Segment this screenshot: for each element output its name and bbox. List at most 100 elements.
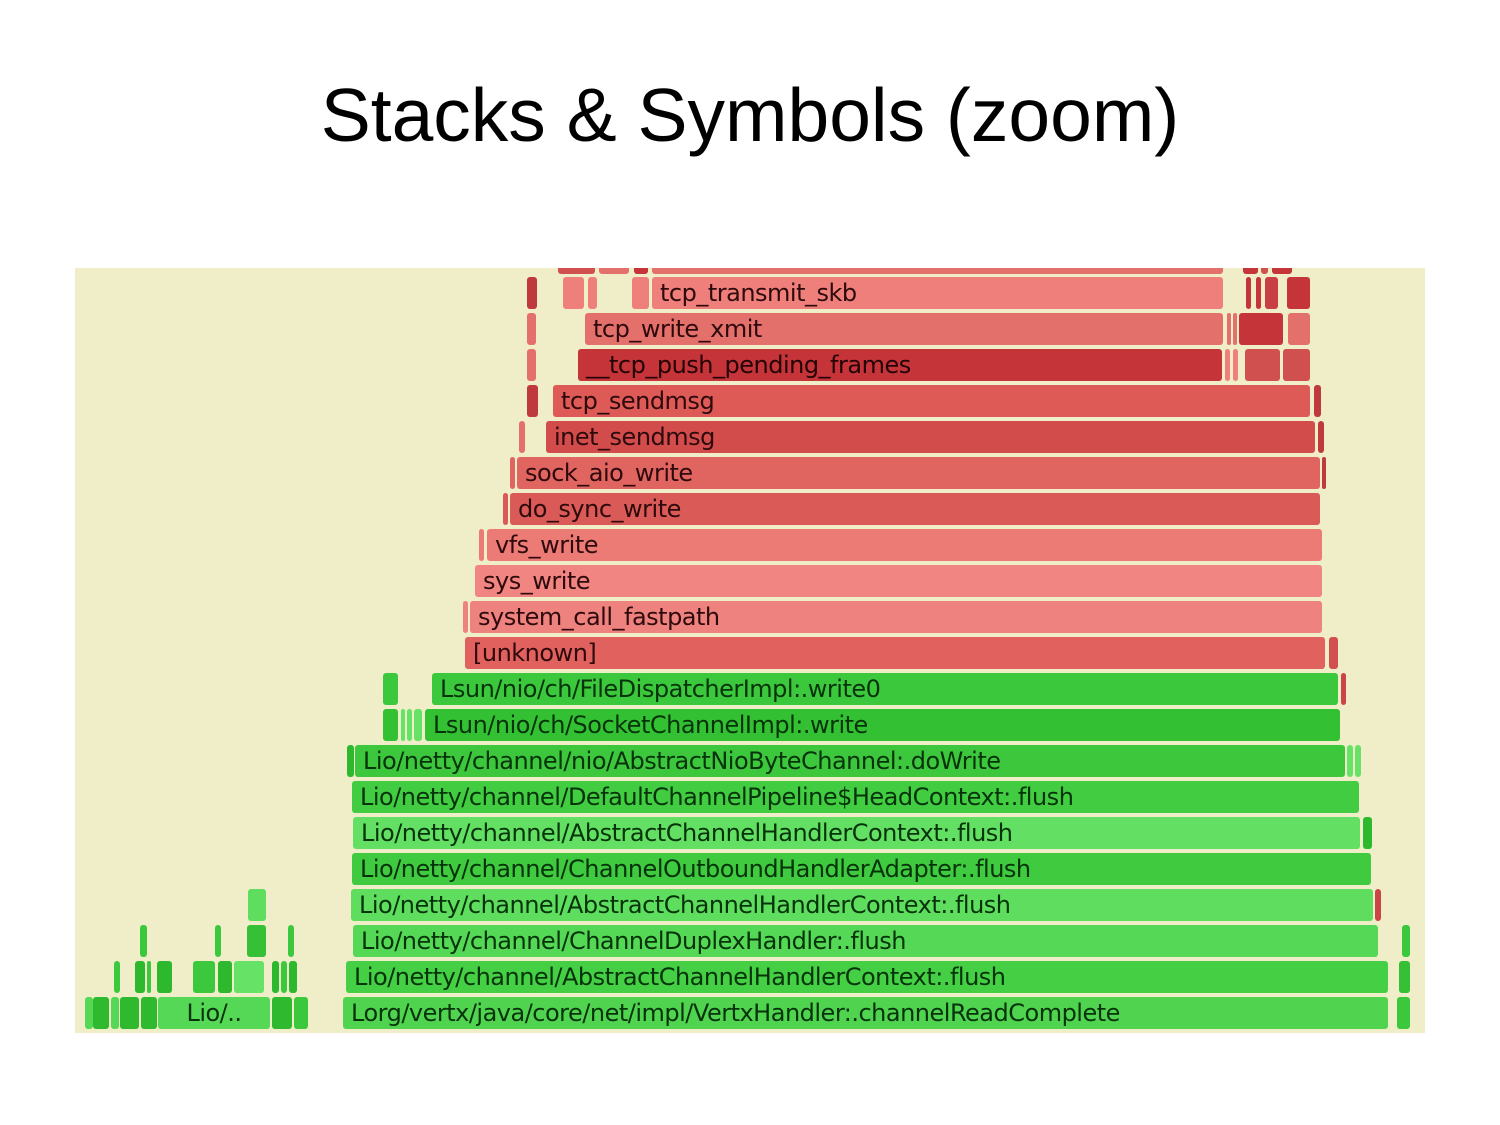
flame-frame[interactable]: tcp_write_xmit: [585, 313, 1223, 345]
flame-frame-label: vfs_write: [495, 531, 599, 559]
flame-frame-fragment[interactable]: [193, 961, 215, 993]
flame-frame-fragment[interactable]: [85, 997, 93, 1029]
flame-frame-fragment[interactable]: [1225, 349, 1230, 381]
flame-frame[interactable]: sock_aio_write: [517, 457, 1320, 489]
flame-frame-fragment[interactable]: [157, 961, 172, 993]
flame-frame-fragment[interactable]: [652, 268, 1223, 274]
flame-frame-fragment[interactable]: [248, 889, 266, 921]
flame-frame[interactable]: vfs_write: [487, 529, 1322, 561]
flame-frame-fragment[interactable]: [1227, 313, 1231, 345]
flame-frame[interactable]: tcp_sendmsg: [553, 385, 1310, 417]
flamegraph: tcp_transmit_skb tcp_write_xmit __tcp_push…: [75, 268, 1425, 1033]
flame-frame-fragment[interactable]: [1402, 925, 1410, 957]
flame-frame-fragment[interactable]: [407, 709, 412, 741]
flame-frame-fragment[interactable]: [1233, 349, 1238, 381]
flame-frame-fragment[interactable]: [383, 709, 398, 741]
flame-frame-fragment[interactable]: [1318, 421, 1324, 453]
flame-frame-fragment[interactable]: [294, 997, 308, 1029]
flame-frame-label: Lsun/nio/ch/SocketChannelImpl:.write: [433, 711, 868, 739]
flame-frame-fragment[interactable]: [1341, 673, 1346, 705]
flame-frame[interactable]: Lio/netty/channel/AbstractChannelHandler…: [346, 961, 1388, 993]
flame-frame-fragment[interactable]: [1322, 457, 1326, 489]
flame-frame-label: __tcp_push_pending_frames: [586, 351, 911, 379]
flame-frame-fragment[interactable]: [519, 421, 525, 453]
flame-frame-fragment[interactable]: [527, 313, 536, 345]
flame-frame-fragment[interactable]: [281, 961, 287, 993]
flame-frame-fragment[interactable]: [1265, 277, 1278, 309]
flame-frame[interactable]: Lio/netty/channel/nio/AbstractNioByteCha…: [355, 745, 1345, 777]
flame-frame-fragment[interactable]: [479, 529, 484, 561]
flame-frame-fragment[interactable]: [632, 277, 649, 309]
flame-frame[interactable]: [unknown]: [465, 637, 1325, 669]
flame-frame-fragment[interactable]: [1261, 268, 1268, 274]
flame-frame-fragment[interactable]: [527, 385, 538, 417]
flame-frame-fragment[interactable]: [563, 277, 584, 309]
flame-frame-fragment[interactable]: [347, 745, 354, 777]
flame-frame-fragment[interactable]: [1355, 745, 1361, 777]
flame-frame-fragment[interactable]: [1288, 313, 1310, 345]
flame-frame-fragment[interactable]: [1239, 313, 1283, 345]
flame-frame[interactable]: system_call_fastpath: [470, 601, 1322, 633]
flame-frame-fragment[interactable]: [289, 961, 297, 993]
flame-frame-fragment[interactable]: [527, 277, 537, 309]
flame-frame-fragment[interactable]: [247, 925, 266, 957]
flame-frame-fragment[interactable]: [135, 961, 145, 993]
flame-frame-fragment[interactable]: [503, 493, 508, 525]
flame-frame[interactable]: Lsun/nio/ch/FileDispatcherImpl:.write0: [432, 673, 1338, 705]
flame-frame-fragment[interactable]: [111, 997, 119, 1029]
flame-frame-fragment[interactable]: [1329, 637, 1338, 669]
flame-frame-fragment[interactable]: [1246, 277, 1251, 309]
flame-frame-fragment[interactable]: [599, 268, 629, 274]
flame-frame-fragment[interactable]: [1375, 889, 1381, 921]
flame-frame-fragment[interactable]: [634, 268, 648, 274]
flame-frame-fragment[interactable]: [147, 961, 151, 993]
flame-frame[interactable]: Lorg/vertx/java/core/net/impl/VertxHandl…: [343, 997, 1388, 1029]
flame-frame[interactable]: inet_sendmsg: [546, 421, 1315, 453]
flame-frame-fragment[interactable]: Lio/..: [158, 997, 270, 1029]
flame-frame[interactable]: Lio/netty/channel/ChannelDuplexHandler:.…: [353, 925, 1378, 957]
flame-frame-fragment[interactable]: [401, 709, 405, 741]
flame-frame-fragment[interactable]: [527, 349, 536, 381]
flame-frame-fragment[interactable]: [1363, 817, 1372, 849]
flame-frame-fragment[interactable]: [1256, 277, 1261, 309]
flame-frame-fragment[interactable]: [383, 673, 398, 705]
flame-frame-fragment[interactable]: [414, 709, 422, 741]
flame-frame[interactable]: tcp_transmit_skb: [652, 277, 1223, 309]
flame-frame-fragment[interactable]: [1314, 385, 1321, 417]
flame-frame-fragment[interactable]: [463, 601, 468, 633]
flame-frame-fragment[interactable]: [288, 925, 294, 957]
flame-frame-label: Lio/netty/channel/ChannelDuplexHandler:.…: [361, 927, 906, 955]
flame-frame-fragment[interactable]: [141, 997, 157, 1029]
flame-frame[interactable]: Lio/netty/channel/AbstractChannelHandler…: [353, 817, 1360, 849]
flame-frame-fragment[interactable]: [114, 961, 120, 993]
flame-frame-fragment[interactable]: [218, 961, 232, 993]
flame-frame[interactable]: Lio/netty/channel/DefaultChannelPipeline…: [352, 781, 1359, 813]
flame-frame-fragment[interactable]: [215, 925, 221, 957]
flame-frame-fragment[interactable]: [1245, 349, 1280, 381]
flame-frame-fragment[interactable]: [120, 997, 139, 1029]
flame-row: Lio/netty/channel/DefaultChannelPipeline…: [75, 781, 1425, 813]
flame-frame[interactable]: Lio/netty/channel/AbstractChannelHandler…: [351, 889, 1373, 921]
flame-frame-fragment[interactable]: [558, 268, 595, 274]
flame-frame[interactable]: __tcp_push_pending_frames: [578, 349, 1222, 381]
flame-row: inet_sendmsg: [75, 421, 1425, 453]
flame-frame-fragment[interactable]: [1243, 268, 1258, 274]
flame-frame-fragment[interactable]: [1283, 349, 1310, 381]
flame-frame-fragment[interactable]: [588, 277, 597, 309]
flame-frame[interactable]: do_sync_write: [510, 493, 1320, 525]
flame-frame-fragment[interactable]: [93, 997, 109, 1029]
flame-frame[interactable]: sys_write: [475, 565, 1322, 597]
flame-frame[interactable]: Lio/netty/channel/ChannelOutboundHandler…: [352, 853, 1371, 885]
flame-frame-fragment[interactable]: [1399, 961, 1410, 993]
flame-frame-fragment[interactable]: [1287, 277, 1310, 309]
flame-frame-fragment[interactable]: [510, 457, 515, 489]
flame-frame-fragment[interactable]: [1397, 997, 1410, 1029]
flame-frame-fragment[interactable]: [140, 925, 147, 957]
flame-frame-fragment[interactable]: [1272, 268, 1292, 274]
flame-frame[interactable]: Lsun/nio/ch/SocketChannelImpl:.write: [425, 709, 1340, 741]
flame-frame-fragment[interactable]: [272, 961, 279, 993]
flame-frame-fragment[interactable]: [1233, 313, 1237, 345]
flame-frame-fragment[interactable]: [234, 961, 264, 993]
flame-frame-fragment[interactable]: [1347, 745, 1353, 777]
flame-frame-fragment[interactable]: [272, 997, 292, 1029]
